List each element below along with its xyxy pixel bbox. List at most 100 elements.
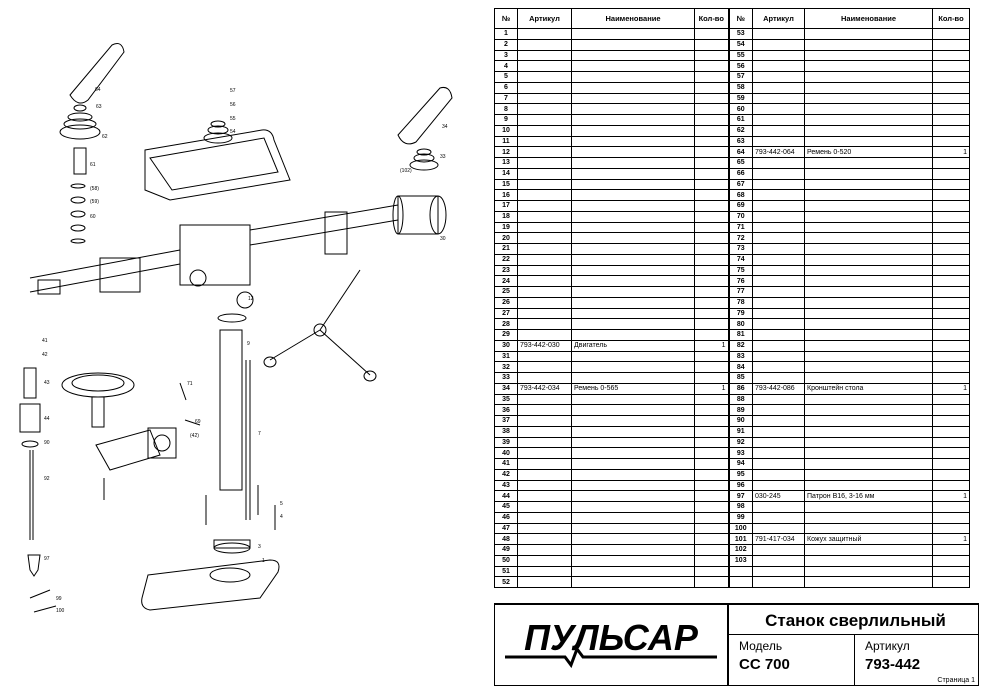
cell-name	[571, 511, 695, 524]
cell-name	[571, 565, 695, 578]
cell-article	[752, 339, 805, 352]
cell-qty: 1	[932, 490, 970, 502]
cell-qty	[932, 522, 970, 535]
cell-qty: 1	[932, 533, 970, 545]
cell-num: 80	[727, 318, 753, 330]
cell-num: 54	[727, 38, 753, 51]
diagram-label: 43	[44, 380, 50, 386]
cell-name	[571, 38, 695, 51]
cell-num: 29	[494, 329, 518, 341]
cell-name	[804, 404, 933, 416]
cell-article	[752, 178, 805, 191]
cell-num: 56	[727, 60, 753, 72]
cell-name	[804, 436, 933, 449]
cell-name	[804, 189, 933, 201]
cell-num: 58	[727, 81, 753, 94]
cell-article	[517, 404, 572, 416]
diagram-label: 92	[44, 476, 50, 482]
cell-qty	[694, 81, 729, 94]
cell-qty	[694, 393, 729, 406]
diagram-label: 60	[90, 214, 96, 220]
cell-qty	[694, 124, 729, 137]
cell-qty	[932, 307, 970, 320]
cell-name	[804, 167, 933, 180]
cell-name	[571, 436, 695, 449]
cell-qty	[932, 28, 970, 40]
header-article: Артикул	[752, 8, 805, 29]
cell-article	[752, 114, 805, 126]
cell-name	[804, 243, 933, 255]
cell-article	[517, 522, 572, 535]
cell-num: 66	[727, 167, 753, 180]
cell-qty	[694, 189, 729, 201]
cell-num: 35	[494, 393, 518, 406]
cell-name	[804, 71, 933, 83]
cell-article	[517, 458, 572, 470]
cell-num: 14	[494, 167, 518, 180]
cell-article	[517, 221, 572, 234]
cell-name	[804, 81, 933, 94]
cell-article	[752, 554, 805, 567]
cell-num: 70	[727, 210, 753, 223]
cell-num: 91	[727, 425, 753, 438]
chuck-shape	[27, 554, 41, 577]
cell-article	[752, 415, 805, 427]
diagram-label: 62	[102, 134, 108, 140]
cell-name	[571, 221, 695, 234]
cell-name	[571, 361, 695, 373]
cell-article	[752, 81, 805, 94]
cell-num: 11	[494, 135, 518, 148]
cell-article: 793-442-034	[517, 382, 572, 395]
diagram-label: 12	[248, 296, 254, 302]
cell-article	[752, 393, 805, 406]
cell-article	[752, 264, 805, 277]
diagram-label: 54	[230, 129, 236, 135]
motor-shape	[397, 195, 439, 235]
article-value: 793-442	[865, 656, 921, 673]
cell-num: 99	[727, 511, 753, 524]
cell-qty	[932, 38, 970, 51]
cell-article	[517, 393, 572, 406]
cell-qty	[932, 329, 970, 341]
cell-num: 8	[494, 103, 518, 115]
cell-num: 77	[727, 286, 753, 298]
cell-article	[517, 329, 572, 341]
cell-name	[571, 372, 695, 384]
cell-article	[752, 372, 805, 384]
cell-qty	[694, 243, 729, 255]
cell-article	[752, 307, 805, 320]
diagram-label: 63	[96, 104, 102, 110]
cell-name	[804, 221, 933, 234]
cell-qty	[932, 468, 970, 481]
cell-num: 12	[494, 146, 518, 158]
cell-article	[517, 243, 572, 255]
cell-name	[571, 60, 695, 72]
cell-article	[752, 49, 805, 62]
cell-qty	[932, 135, 970, 148]
logo-area: ПУЛЬСАР	[495, 605, 729, 686]
header-name: Наименование	[571, 8, 695, 29]
cell-name	[804, 565, 933, 578]
cell-name	[571, 468, 695, 481]
header-qty: Кол-во	[932, 8, 970, 29]
cell-num: 18	[494, 210, 518, 223]
cell-name	[804, 28, 933, 40]
cell-qty	[932, 264, 970, 277]
cell-article	[752, 425, 805, 438]
cell-article	[752, 436, 805, 449]
diagram-label: 56	[230, 102, 236, 108]
model-value: СС 700	[739, 656, 790, 673]
